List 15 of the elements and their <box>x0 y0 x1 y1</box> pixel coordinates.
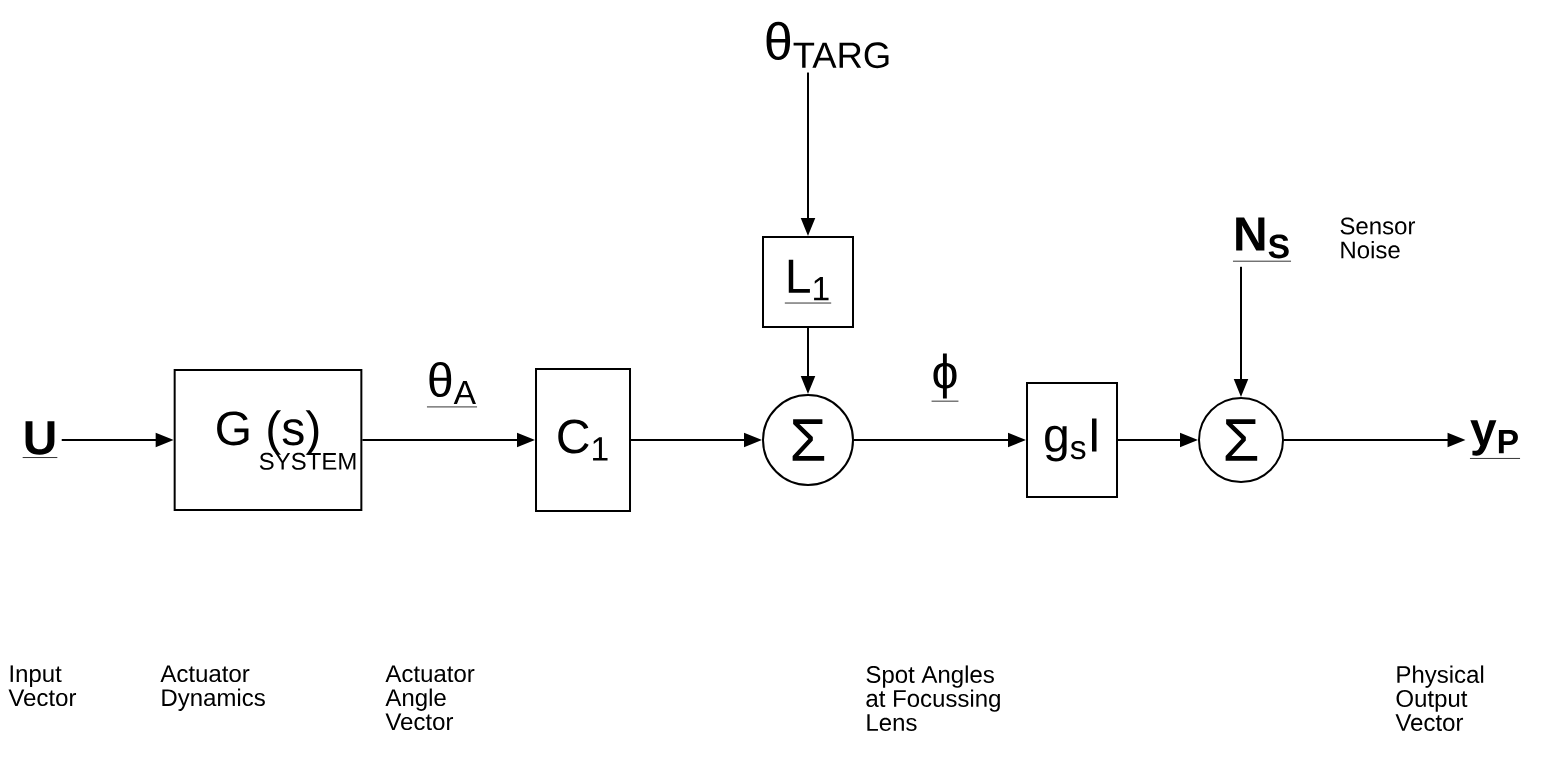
block-box: g$_{s}$I <box>1026 382 1118 498</box>
block-box: L$_{1}$ <box>762 236 854 328</box>
annotation: Physical Output Vector <box>1395 665 1484 731</box>
node-caption: Sensor Noise <box>1340 217 1416 259</box>
block-box: C$_{1}$ <box>535 368 631 512</box>
annotation: Input Vector <box>8 665 77 707</box>
summing-junction: Σ <box>762 394 854 486</box>
annotation: Actuator Angle Vector <box>385 665 475 731</box>
edge-label: θ$_{A}$ <box>426 361 478 408</box>
edge-label: ϕ <box>931 353 959 402</box>
block-box: G (s) SYSTEM <box>173 369 363 511</box>
summing-junction: Σ <box>1198 397 1284 483</box>
annotation: Spot Angles at Focussing Lens <box>866 665 1000 731</box>
annotation: Actuator Dynamics <box>160 665 265 711</box>
input-symbol: θ$_{TARG}$ <box>766 21 889 69</box>
